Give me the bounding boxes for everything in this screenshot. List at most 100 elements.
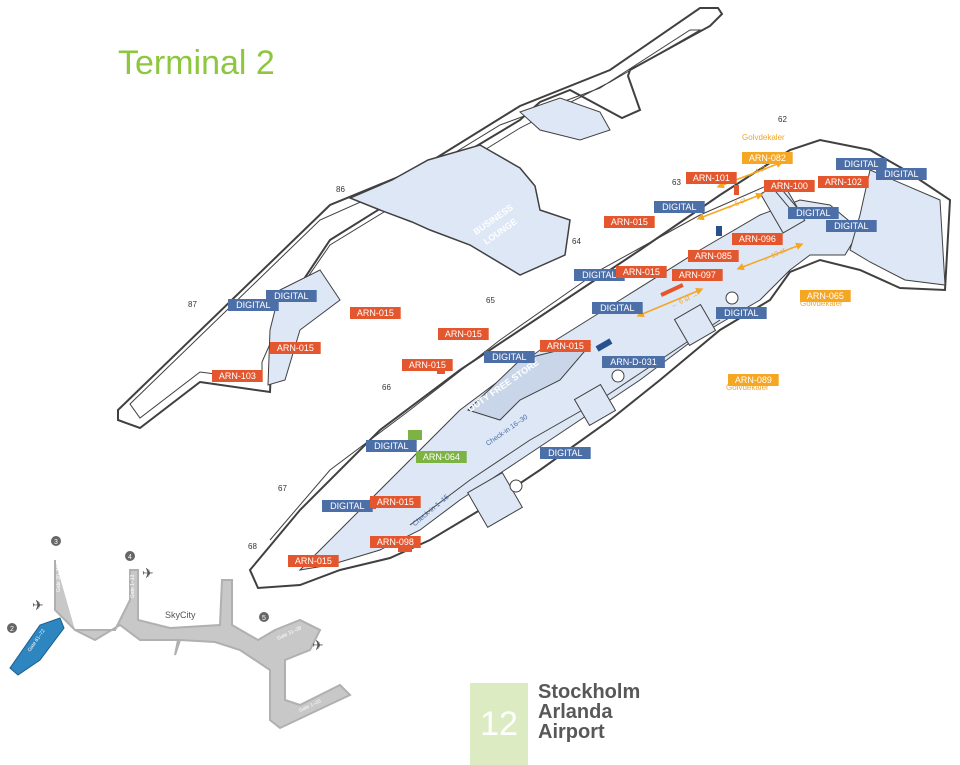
ad-placement-mark: [660, 283, 684, 297]
sign-label-blue: DIGITAL: [366, 440, 417, 452]
sign-label-red: ARN-015: [616, 266, 667, 278]
sign-label-text: ARN-064: [423, 452, 460, 462]
sign-label-text: DIGITAL: [274, 291, 308, 301]
sign-label-red: ARN-015: [438, 328, 489, 340]
sign-label-text: ARN-100: [771, 181, 808, 191]
sign-label-red: ARN-015: [350, 307, 401, 319]
sign-label-red: ARN-015: [370, 496, 421, 508]
sign-label-blue: DIGITAL: [574, 269, 625, 281]
sign-label-text: ARN-D-031: [610, 357, 657, 367]
overview-gate-label: Gate 20–36: [56, 566, 62, 592]
floor-decal-arrow: [736, 242, 804, 271]
sign-label-text: DIGITAL: [796, 208, 830, 218]
page-title: Terminal 2: [118, 44, 275, 82]
golvdekaler-label: Golvdekaler: [742, 133, 785, 142]
sign-label-blue: DIGITAL: [266, 290, 317, 302]
column-marker: [509, 479, 523, 493]
sign-label-orange: ARN-082: [742, 152, 793, 164]
sign-label-text: ARN-015: [547, 341, 584, 351]
sign-label-text: DIGITAL: [330, 501, 364, 511]
sign-label-text: ARN-085: [695, 251, 732, 261]
sign-label-text: ARN-097: [679, 270, 716, 280]
sign-label-text: ARN-015: [295, 556, 332, 566]
airport-name-line: Arlanda: [538, 701, 613, 723]
overview-map: SkyCity 2 3 4 5 Gate 61–72 Gate 20–36 Ga…: [7, 536, 352, 730]
overview-airport-outline: [54, 560, 352, 730]
sign-label-green: ARN-064: [416, 451, 467, 463]
ad-placement-mark: [408, 430, 422, 440]
gate-number: 86: [336, 185, 345, 194]
svg-text:2: 2: [10, 626, 14, 633]
ad-placement-mark: [734, 185, 739, 195]
sign-label-text: DIGITAL: [600, 303, 634, 313]
sign-label-text: DIGITAL: [492, 352, 526, 362]
sign-label-red: ARN-096: [732, 233, 783, 245]
sign-label-red: ARN-085: [688, 250, 739, 262]
golvdekaler-label: Golvdekaler: [726, 383, 769, 392]
sign-label-red: ARN-015: [604, 216, 655, 228]
gate-number: 63: [672, 178, 681, 187]
gate-number: 65: [486, 296, 495, 305]
sign-label-red: ARN-015: [270, 342, 321, 354]
gate-number: 62: [778, 115, 787, 124]
ad-placement-mark: [595, 338, 613, 352]
sign-label-text: ARN-015: [445, 329, 482, 339]
floor-decal-arrow: [696, 192, 764, 221]
airport-name: Stockholm Arlanda Airport: [538, 682, 640, 742]
svg-text:4: 4: [128, 554, 132, 561]
sign-label-text: ARN-103: [219, 371, 256, 381]
terminal-number-5: 5: [259, 612, 269, 622]
sign-label-blue: DIGITAL: [788, 207, 839, 219]
terminal-number-4: 4: [125, 551, 135, 561]
gate-number: 68: [248, 542, 257, 551]
sign-label-blue: ARN-D-031: [602, 356, 665, 368]
structure-box: [573, 383, 617, 427]
sign-label-blue: DIGITAL: [826, 220, 877, 232]
sign-label-text: DIGITAL: [834, 221, 868, 231]
sign-label-text: ARN-096: [739, 234, 776, 244]
upper-floor-area-2: [519, 97, 611, 141]
sign-label-blue: DIGITAL: [592, 302, 643, 314]
sign-label-text: DIGITAL: [662, 202, 696, 212]
sign-label-text: ARN-015: [277, 343, 314, 353]
ad-placement-mark: [398, 548, 412, 552]
sign-label-red: ARN-100: [764, 180, 815, 192]
sign-label-orange: ARN-089: [728, 374, 779, 386]
sign-label-text: DIGITAL: [548, 448, 582, 458]
sign-label-red: ARN-015: [402, 359, 453, 371]
airplane-icon: ✈: [142, 565, 154, 581]
overview-gate-label: Gate 1–13: [130, 574, 136, 598]
gate-number: 87: [188, 300, 197, 309]
gate-number: 67: [278, 484, 287, 493]
airplane-icon: ✈: [32, 597, 44, 613]
airport-name-line: Stockholm: [538, 681, 641, 703]
airplane-icon: ✈: [312, 637, 324, 653]
sign-label-blue: DIGITAL: [836, 158, 887, 170]
column-marker: [611, 369, 625, 383]
sign-label-text: DIGITAL: [844, 159, 878, 169]
airport-name-line: Airport: [538, 721, 605, 743]
page-number: 12: [480, 705, 518, 743]
sign-label-blue: DIGITAL: [322, 500, 373, 512]
page-number-box: 12: [470, 683, 528, 765]
svg-text:3: 3: [54, 539, 58, 546]
sign-label-red: ARN-101: [686, 172, 737, 184]
sign-label-red: ARN-015: [288, 555, 339, 567]
sign-label-text: ARN-015: [623, 267, 660, 277]
sign-label-text: ARN-065: [807, 291, 844, 301]
gate-number-layer: 62 63 64 65 66 67 68 86 87: [188, 115, 787, 551]
sign-label-blue: DIGITAL: [876, 168, 927, 180]
terminal-number-3: 3: [51, 536, 61, 546]
sign-label-text: ARN-082: [749, 153, 786, 163]
sign-label-text: ARN-015: [357, 308, 394, 318]
ad-placement-mark: [716, 226, 722, 236]
svg-text:5: 5: [262, 615, 266, 622]
terminal-2-highlight: [9, 617, 65, 676]
skycity-label: SkyCity: [165, 610, 196, 620]
sign-label-text: ARN-015: [377, 497, 414, 507]
sign-label-red: ARN-102: [818, 176, 869, 188]
sign-label-text: DIGITAL: [884, 169, 918, 179]
sign-label-text: DIGITAL: [582, 270, 616, 280]
gate-number: 64: [572, 237, 581, 246]
